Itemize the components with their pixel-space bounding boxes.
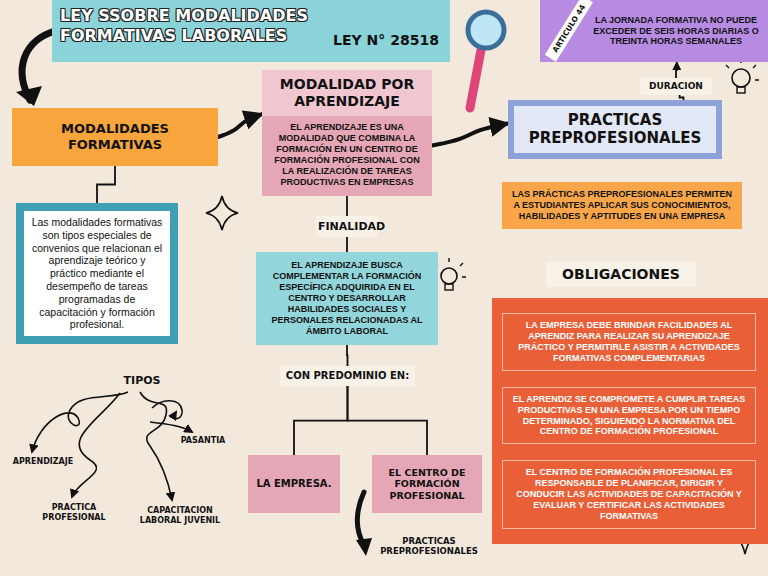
node-text: EL CENTRO DE FORMACIÓN PROFESIONAL xyxy=(372,463,482,506)
pointer-arrow xyxy=(357,492,364,545)
practice-definition-box: LAS PRÁCTICAS PREPROFESIONALES PERMITEN … xyxy=(502,182,742,229)
node-text: EL CENTRO DE FORMACIÓN PROFESIONAL ES RE… xyxy=(503,461,755,528)
obligation-box: EL CENTRO DE FORMACIÓN PROFESIONAL ES RE… xyxy=(502,460,756,529)
pointer-arrowhead xyxy=(356,538,372,556)
bulb-glass xyxy=(441,268,457,284)
type-name: PASANTIA xyxy=(172,436,234,446)
purpose-box: EL APRENDIZAJE BUSCA COMPLEMENTAR LA FOR… xyxy=(256,252,438,345)
heading-text: ARTICULO 44 xyxy=(545,0,593,62)
article-box: ARTICULO 44LA JORNADA FORMATIVA NO PUEDE… xyxy=(540,0,768,62)
magnifier-handle xyxy=(470,50,481,108)
swirl-arrow xyxy=(72,393,120,497)
connector-arrow xyxy=(218,114,262,137)
type-name-holder: PASANTIA xyxy=(172,436,234,446)
modality-box: MODALIDAD POR APRENDIZAJEEL APRENDIZAJE … xyxy=(262,70,432,196)
node-text: LA JORNADA FORMATIVA NO PUEDE EXCEDER DE… xyxy=(590,15,762,48)
connector-line xyxy=(346,237,348,252)
connector-line xyxy=(346,345,348,366)
practice-header-box: PRACTICAS PREPROFESIONALES xyxy=(508,100,722,159)
destination-label-holder: PRACTICAS PREPROFESIONALES xyxy=(370,536,488,557)
node-text: EL APRENDIZ SE COMPROMETE A CUMPLIR TARE… xyxy=(503,388,755,444)
title: LEY SSOBRE MODALIDADES FORMATIVAS LABORA… xyxy=(60,6,328,45)
node-text: LAS PRÁCTICAS PREPROFESIONALES PERMITEN … xyxy=(502,182,742,229)
lightbulb-icon xyxy=(435,258,466,290)
types-heading: TIPOS xyxy=(112,374,172,387)
category-box: MODALIDADES FORMATIVAS xyxy=(12,108,218,166)
node-text: DURACION xyxy=(640,78,712,95)
swirl-arrow xyxy=(150,422,192,432)
lightbulb-icon xyxy=(726,59,759,93)
bulb-rays xyxy=(435,258,466,277)
connector-line xyxy=(294,386,348,455)
pointer-arrowhead xyxy=(16,86,42,106)
setting-box: LA EMPRESA. xyxy=(248,455,340,513)
connector-line xyxy=(346,196,348,216)
type-name: PRACTICA PROFESIONAL xyxy=(34,503,114,523)
setting-box: EL CENTRO DE FORMACIÓN PROFESIONAL xyxy=(372,455,482,513)
type-name: CAPACITACION LABORAL JUVENIL xyxy=(128,506,232,526)
destination-label: PRACTICAS PREPROFESIONALES xyxy=(370,536,488,557)
node-text: FINALIDAD xyxy=(316,216,378,237)
node-text: LA EMPRESA. xyxy=(248,474,340,494)
section-heading: CON PREDOMINIO EN: xyxy=(280,366,415,386)
node-text: CON PREDOMINIO EN: xyxy=(280,366,415,386)
type-name-holder: PRACTICA PROFESIONAL xyxy=(34,503,114,523)
swirl-arrow xyxy=(140,392,172,500)
obligation-box: LA EMPRESA DEBE BRINDAR FACILIDADES AL A… xyxy=(502,313,756,371)
duration-tag: DURACION xyxy=(640,78,712,95)
obligations-panel: OBLIGACIONESLA EMPRESA DEBE BRINDAR FACI… xyxy=(492,298,768,544)
type-name-holder: APRENDIZAJE xyxy=(2,457,84,467)
bulb-base xyxy=(445,284,453,290)
definition-box: Las modalidades formativas son tipos esp… xyxy=(16,203,178,344)
bulb-rays xyxy=(726,59,759,80)
bulb-glass xyxy=(732,69,750,87)
connector-line xyxy=(97,166,115,203)
node-text: PRACTICAS PREPROFESIONALES xyxy=(514,106,716,153)
section-heading: FINALIDAD xyxy=(316,216,378,237)
connector-line xyxy=(348,386,428,455)
type-name: APRENDIZAJE xyxy=(2,457,84,467)
obligation-box: EL APRENDIZ SE COMPROMETE A CUMPLIR TARE… xyxy=(502,387,756,445)
node-text: EL APRENDIZAJE BUSCA COMPLEMENTAR LA FOR… xyxy=(256,252,438,345)
node-text: LA EMPRESA DEBE BRINDAR FACILIDADES AL A… xyxy=(503,314,755,370)
node-text: OBLIGACIONES xyxy=(546,262,696,287)
node-text: Las modalidades formativas son tipos esp… xyxy=(24,211,170,336)
types-heading-holder: TIPOS xyxy=(112,374,172,387)
law-number: LEY N° 28518 xyxy=(326,32,446,49)
title-banner: LEY SSOBRE MODALIDADES FORMATIVAS LABORA… xyxy=(52,0,450,62)
node-text: MODALIDADES FORMATIVAS xyxy=(12,113,218,161)
type-name-holder: CAPACITACION LABORAL JUVENIL xyxy=(128,506,232,526)
node-text: EL APRENDIZAJE ES UNA MODALIDAD QUE COMB… xyxy=(262,116,432,188)
heading-text: MODALIDAD POR APRENDIZAJE xyxy=(262,70,432,116)
sparkle-star xyxy=(206,196,238,230)
connector-arrow xyxy=(432,123,508,145)
magnifier-lens xyxy=(468,12,504,48)
swirl-arrow xyxy=(152,401,182,419)
bulb-base xyxy=(737,87,745,93)
connector-arrow xyxy=(675,62,678,78)
law-number-holder: LEY N° 28518 xyxy=(326,32,446,49)
